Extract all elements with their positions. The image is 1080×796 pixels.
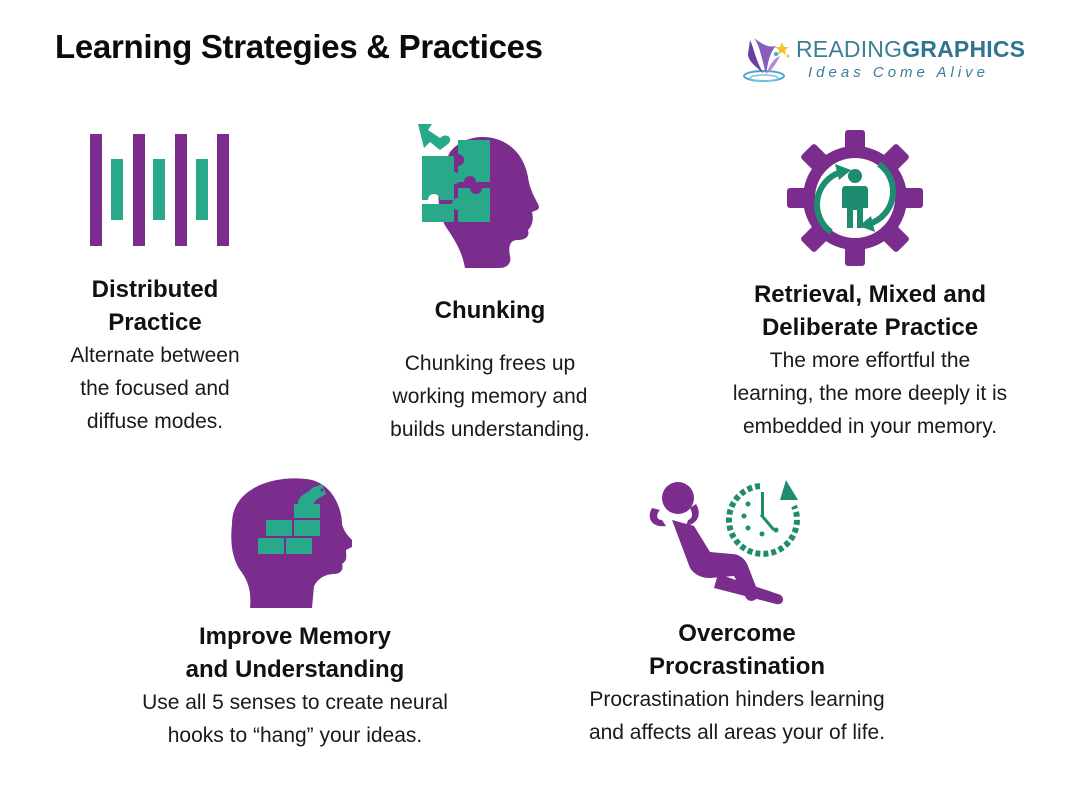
item-heading: Distributed xyxy=(91,276,219,303)
item-description: diffuse modes. xyxy=(86,410,224,433)
puzzle-head-icon xyxy=(410,122,550,272)
item-distributed-practice: Distributed Practice Alternate between t… xyxy=(30,273,280,438)
logo-brand-bold: GRAPHICS xyxy=(902,36,1026,62)
item-heading: Improve Memory xyxy=(198,623,392,650)
book-butterfly-logo-icon xyxy=(743,38,790,82)
item-description: Alternate between xyxy=(70,344,240,367)
distributed-bars-icon xyxy=(86,130,234,250)
item-description: the focused and xyxy=(80,377,230,400)
relaxing-person-clock-icon xyxy=(638,474,808,609)
item-heading: Chunking xyxy=(434,297,546,324)
item-description: builds understanding. xyxy=(390,418,590,441)
item-chunking: Chunking Chunking frees up working memor… xyxy=(365,294,615,446)
item-description: Procrastination hinders learning xyxy=(589,688,885,711)
item-description: embedded in your memory. xyxy=(742,415,998,438)
item-improve-memory: Improve Memory and Understanding Use all… xyxy=(110,620,480,752)
item-description: and affects all areas your of life. xyxy=(588,721,886,744)
item-heading: Procrastination xyxy=(648,653,826,680)
item-heading: Deliberate Practice xyxy=(761,314,979,341)
item-description: working memory and xyxy=(392,385,588,408)
item-retrieval-practice: Retrieval, Mixed and Deliberate Practice… xyxy=(705,278,1035,443)
item-description: learning, the more deeply it is xyxy=(732,382,1008,405)
item-heading: and Understanding xyxy=(185,656,405,683)
item-description: Chunking frees up xyxy=(404,352,576,375)
brick-head-icon xyxy=(222,474,352,610)
item-heading: Practice xyxy=(108,309,202,336)
logo-tagline: Ideas Come Alive xyxy=(808,64,989,81)
item-description: hooks to “hang” your ideas. xyxy=(167,724,423,747)
logo-brand: READINGGRAPHICS xyxy=(796,36,1025,63)
item-description: Use all 5 senses to create neural xyxy=(142,691,448,714)
item-description: The more effortful the xyxy=(769,349,971,372)
page-title: Learning Strategies & Practices xyxy=(55,28,543,65)
readinggraphics-logo: READINGGRAPHICS Ideas Come Alive xyxy=(740,34,1025,86)
gear-person-cycle-icon xyxy=(785,128,925,268)
item-overcome-procrastination: Overcome Procrastination Procrastination… xyxy=(557,617,917,749)
logo-brand-light: READING xyxy=(796,36,903,62)
item-heading: Retrieval, Mixed and xyxy=(753,281,987,308)
item-heading: Overcome xyxy=(678,620,796,647)
